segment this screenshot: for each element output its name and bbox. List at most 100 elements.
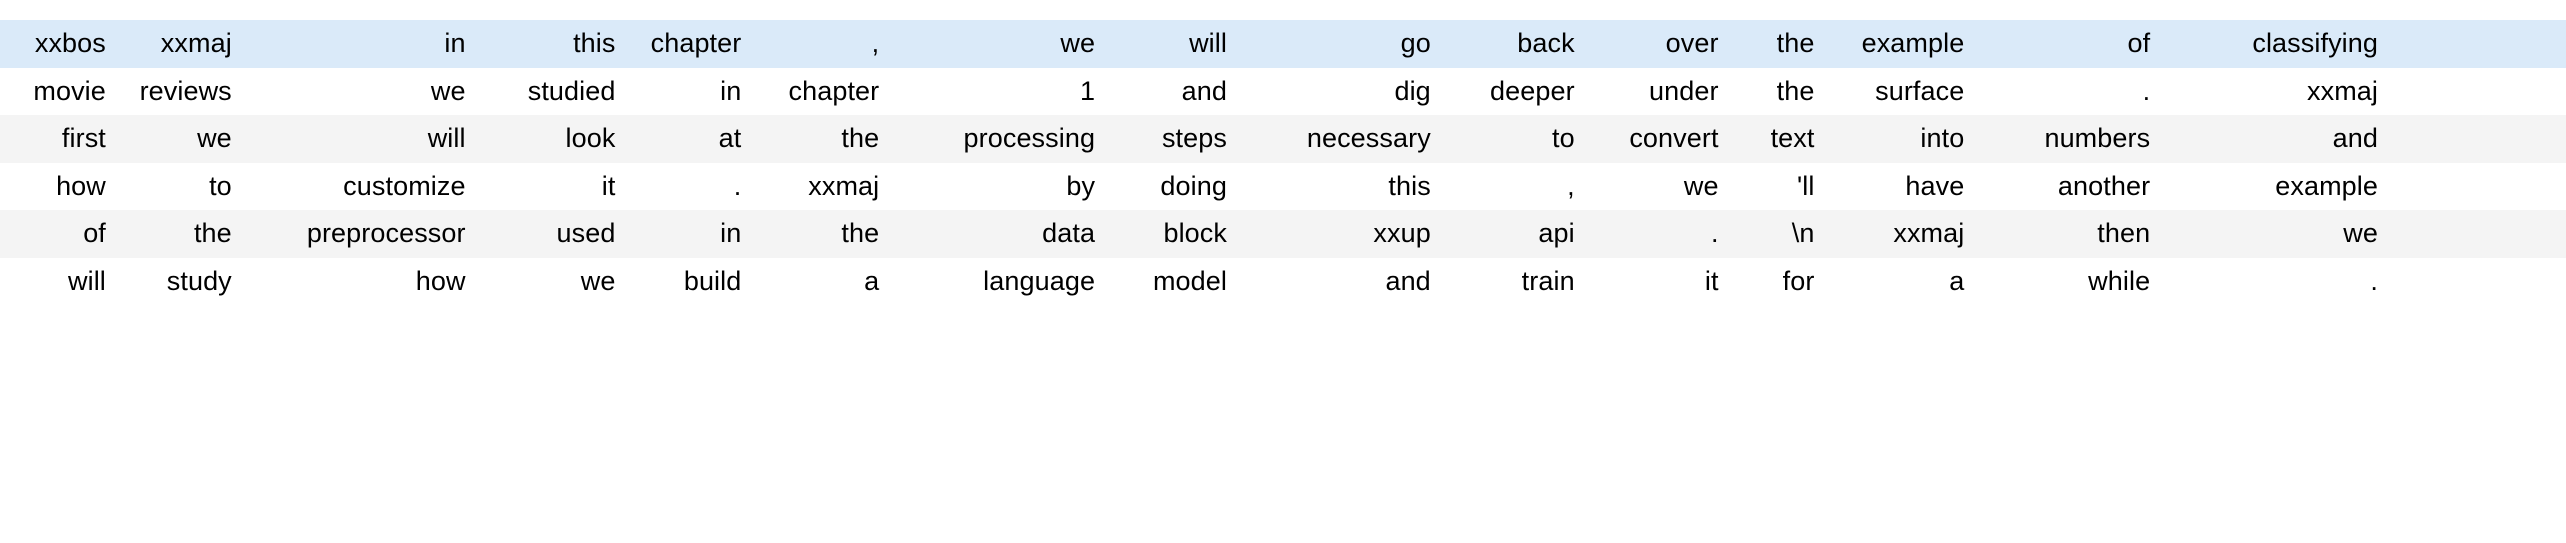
token-cell: xxmaj — [2164, 67, 2393, 115]
token-cell: xxup — [1240, 210, 1445, 258]
token-cell: have — [1828, 162, 1979, 210]
token-cell: into — [1828, 115, 1979, 163]
token-cell: and — [1240, 257, 1445, 305]
token-cell: . — [2164, 257, 2393, 305]
token-cell: will — [0, 257, 120, 305]
token-cell: , — [755, 20, 894, 68]
token-cell: example — [1828, 20, 1979, 68]
token-cell: block — [1109, 210, 1241, 258]
token-cell: it — [1588, 257, 1733, 305]
token-cell: . — [1588, 210, 1733, 258]
token-cell: it — [479, 162, 630, 210]
token-cell: go — [1240, 20, 1445, 68]
token-cell: of — [1978, 20, 2165, 68]
token-cell: and — [2164, 115, 2393, 163]
token-cell: a — [1828, 257, 1979, 305]
token-cell: the — [755, 210, 894, 258]
token-cell: deeper — [1444, 67, 1589, 115]
token-cell: to — [1444, 115, 1589, 163]
token-cell: the — [755, 115, 894, 163]
token-cell — [2392, 115, 2566, 163]
token-cell: and — [1109, 67, 1241, 115]
token-cell: customize — [245, 162, 480, 210]
token-cell: surface — [1828, 67, 1979, 115]
token-cell: first — [0, 115, 120, 163]
token-cell: of — [0, 210, 120, 258]
token-cell: chapter — [755, 67, 894, 115]
token-cell: look — [479, 115, 630, 163]
token-cell: this — [1240, 162, 1445, 210]
token-cell: chapter — [629, 20, 756, 68]
token-cell: example — [2164, 162, 2393, 210]
token-cell: used — [479, 210, 630, 258]
token-cell: model — [1109, 257, 1241, 305]
token-cell: the — [119, 210, 246, 258]
token-cell: by — [893, 162, 1110, 210]
token-cell: we — [893, 20, 1110, 68]
token-cell: how — [0, 162, 120, 210]
token-cell: xxmaj — [755, 162, 894, 210]
token-cell: over — [1588, 20, 1733, 68]
token-cell: study — [119, 257, 246, 305]
token-cell: language — [893, 257, 1110, 305]
token-cell: train — [1444, 257, 1589, 305]
token-cell: reviews — [119, 67, 246, 115]
token-cell — [2392, 67, 2566, 115]
token-cell: in — [629, 67, 756, 115]
token-cell: we — [119, 115, 246, 163]
token-cell — [2392, 210, 2566, 258]
token-cell: the — [1732, 67, 1829, 115]
token-cell: the — [1732, 20, 1829, 68]
token-cell: this — [479, 20, 630, 68]
token-cell — [2392, 20, 2566, 68]
token-cell: , — [1444, 162, 1589, 210]
token-cell: studied — [479, 67, 630, 115]
token-cell: to — [119, 162, 246, 210]
token-cell: under — [1588, 67, 1733, 115]
token-cell — [2392, 162, 2566, 210]
token-cell: xxmaj — [1828, 210, 1979, 258]
token-cell: in — [629, 210, 756, 258]
token-cell: text — [1732, 115, 1829, 163]
token-cell: xxbos — [0, 20, 120, 68]
token-cell: convert — [1588, 115, 1733, 163]
token-cell: numbers — [1978, 115, 2165, 163]
token-cell: dig — [1240, 67, 1445, 115]
token-cell: api — [1444, 210, 1589, 258]
token-cell: 'll — [1732, 162, 1829, 210]
token-cell: 1 — [893, 67, 1110, 115]
token-cell: will — [245, 115, 480, 163]
token-cell: another — [1978, 162, 2165, 210]
token-cell: for — [1732, 257, 1829, 305]
token-cell: at — [629, 115, 756, 163]
token-cell: xxmaj — [119, 20, 246, 68]
token-cell: while — [1978, 257, 2165, 305]
token-cell: necessary — [1240, 115, 1445, 163]
token-cell: a — [755, 257, 894, 305]
token-cell: preprocessor — [245, 210, 480, 258]
token-cell: we — [479, 257, 630, 305]
token-cell: . — [629, 162, 756, 210]
token-cell: we — [245, 67, 480, 115]
token-cell: processing — [893, 115, 1110, 163]
token-cell: back — [1444, 20, 1589, 68]
token-cell: will — [1109, 20, 1241, 68]
token-cell: steps — [1109, 115, 1241, 163]
token-cell: movie — [0, 67, 120, 115]
token-cell: in — [245, 20, 480, 68]
token-cell: doing — [1109, 162, 1241, 210]
token-cell: data — [893, 210, 1110, 258]
token-cell: build — [629, 257, 756, 305]
token-cell: we — [2164, 210, 2393, 258]
token-cell: how — [245, 257, 480, 305]
token-cell: classifying — [2164, 20, 2393, 68]
